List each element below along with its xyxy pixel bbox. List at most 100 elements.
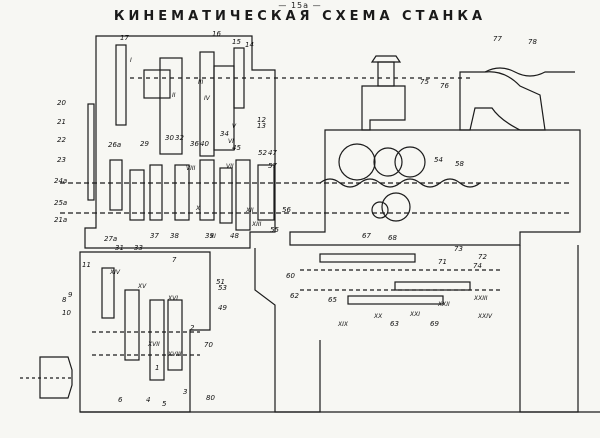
label-47: 47 [268, 149, 277, 157]
roman-XVII: XVII [147, 341, 160, 348]
apron-gear-1 [338, 143, 376, 181]
label-69: 69 [430, 320, 439, 328]
label-34: 34 [220, 130, 229, 138]
roman-IV: IV [204, 95, 211, 102]
label-32: 32 [175, 134, 184, 142]
motor [39, 356, 73, 399]
leadscrew-thread [319, 178, 481, 188]
label-62: 62 [290, 292, 299, 300]
label-57: 57 [268, 162, 277, 170]
label-68: 68 [388, 234, 397, 242]
gear-9 [124, 289, 140, 361]
label-17: 17 [120, 34, 129, 42]
label-26a: 26а [108, 141, 121, 149]
label-65: 65 [328, 296, 337, 304]
apron-outline [289, 129, 581, 246]
apron-gear-4 [381, 192, 411, 222]
label-4: 4 [146, 396, 150, 404]
tailstock-outline [459, 71, 546, 131]
label-6: 6 [118, 396, 123, 404]
label-76: 76 [440, 82, 449, 90]
label-12: 12 [257, 116, 266, 124]
roman-XIII: XIII [251, 221, 262, 228]
label-74: 74 [473, 262, 482, 270]
label-7: 7 [172, 256, 177, 264]
label-24a: 24а [54, 177, 67, 185]
apron-gear-2 [373, 147, 403, 177]
label-29: 29 [140, 140, 149, 148]
label-71: 71 [438, 258, 447, 266]
label-58: 58 [455, 160, 464, 168]
label-10: 10 [62, 309, 71, 317]
label-67: 67 [362, 232, 371, 240]
label-15: 15 [232, 38, 241, 46]
gear-3 [167, 299, 183, 371]
label-49: 49 [218, 304, 227, 312]
label-14: 14 [245, 41, 254, 49]
label-70: 70 [204, 341, 213, 349]
label-38: 38 [170, 232, 179, 240]
roman-XII: XII [245, 207, 254, 214]
label-75: 75 [420, 78, 429, 86]
label-55: 55 [270, 226, 279, 234]
label-16: 16 [212, 30, 221, 38]
label-78: 78 [528, 38, 537, 46]
label-3: 3 [183, 388, 187, 396]
label-36: 36 [190, 140, 199, 148]
roman-XIV: XIV [109, 269, 121, 276]
clutch-block [143, 69, 171, 99]
bed-right [519, 245, 579, 413]
label-63: 63 [390, 320, 399, 328]
roman-XIX: XIX [337, 321, 349, 328]
apron-gear-3 [394, 146, 426, 178]
gear-52 [257, 164, 275, 221]
label-56: 56 [282, 206, 291, 214]
label-5: 5 [162, 400, 167, 408]
label-52: 52 [258, 149, 267, 157]
gear-17 [115, 44, 127, 126]
rack-69 [347, 295, 444, 305]
label-30: 30 [165, 134, 174, 142]
gear-11 [101, 267, 115, 319]
gear-5 [149, 299, 165, 381]
page-number: — 15а — [278, 1, 322, 10]
label-39: 39 [205, 232, 214, 240]
gear-33 [149, 164, 163, 221]
tailstock-screw [484, 67, 575, 77]
roman-VII: VII [226, 163, 234, 170]
gear-31 [129, 169, 145, 221]
roman-XVIII: XVIII [167, 351, 182, 358]
roman-V: V [232, 123, 237, 130]
label-53: 53 [218, 284, 227, 292]
label-40: 40 [200, 140, 209, 148]
label-73: 73 [454, 245, 463, 253]
label-54: 54 [434, 156, 443, 164]
roman-XXIII: XXIII [473, 295, 488, 302]
roman-VI: VI [228, 138, 234, 145]
gear-16 [159, 57, 183, 155]
label-1: 1 [155, 364, 159, 372]
label-8: 8 [62, 296, 67, 304]
roman-XXI: XXI [409, 311, 420, 318]
headstock-outline [84, 35, 276, 249]
label-21: 21 [57, 118, 66, 126]
apron-gear-5 [371, 201, 389, 219]
roman-XV: XV [137, 283, 147, 290]
label-22: 22 [57, 136, 66, 144]
pulley-20 [87, 103, 95, 201]
gear-24a [109, 159, 123, 211]
label-13: 13 [257, 122, 266, 130]
label-72: 72 [478, 253, 487, 261]
label-9: 9 [68, 291, 73, 299]
rack-71 [394, 281, 471, 291]
label-60: 60 [286, 272, 295, 280]
rack-67 [319, 253, 416, 263]
toolpost [361, 85, 406, 131]
label-2: 2 [190, 324, 195, 332]
diagram-title: КИНЕМАТИЧЕСКАЯ СХЕМА СТАНКА [113, 9, 487, 24]
label-25a: 25а [54, 199, 67, 207]
toolholder [377, 61, 395, 87]
label-51: 51 [216, 278, 225, 286]
roman-VIII: VIII [186, 165, 196, 172]
